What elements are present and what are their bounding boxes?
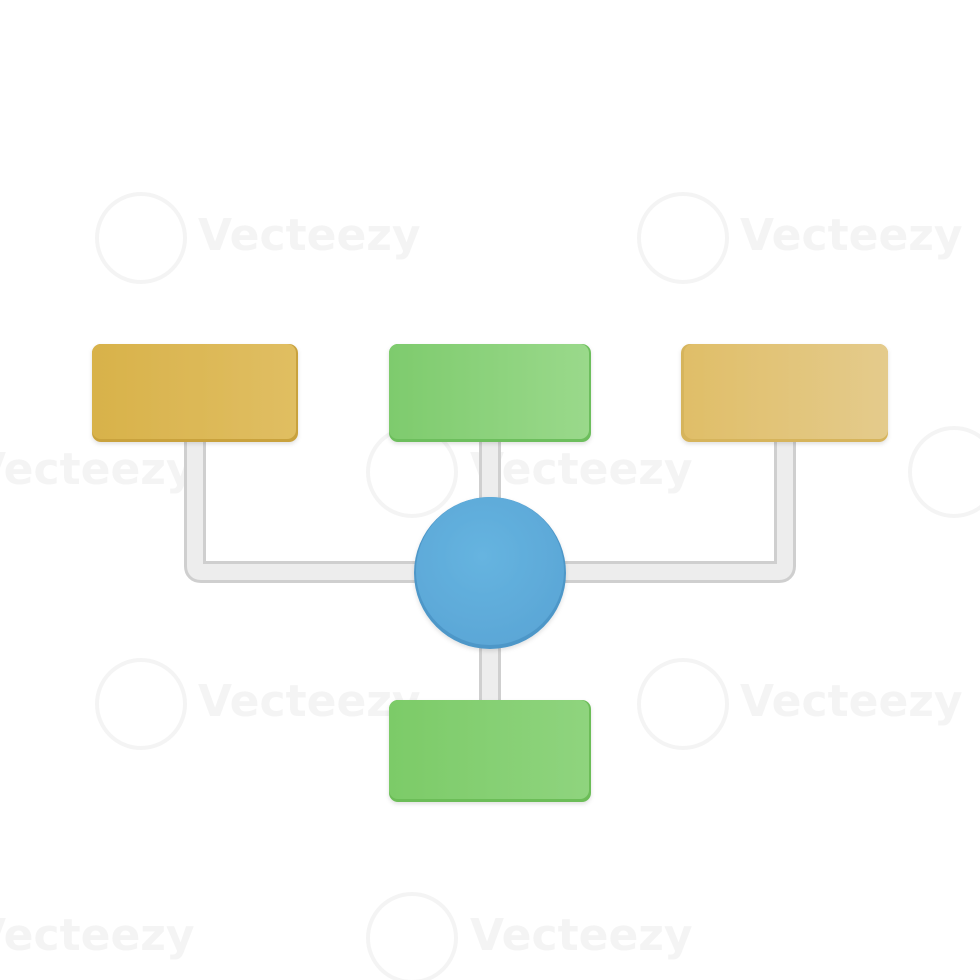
node-top-center [389,344,591,442]
node-bottom-center [389,700,591,802]
center-node-circle [414,497,566,649]
node-top-right [681,344,888,442]
node-top-left [92,344,298,442]
connectors [184,427,796,706]
connector-right [549,427,796,583]
connector-left [184,427,431,583]
